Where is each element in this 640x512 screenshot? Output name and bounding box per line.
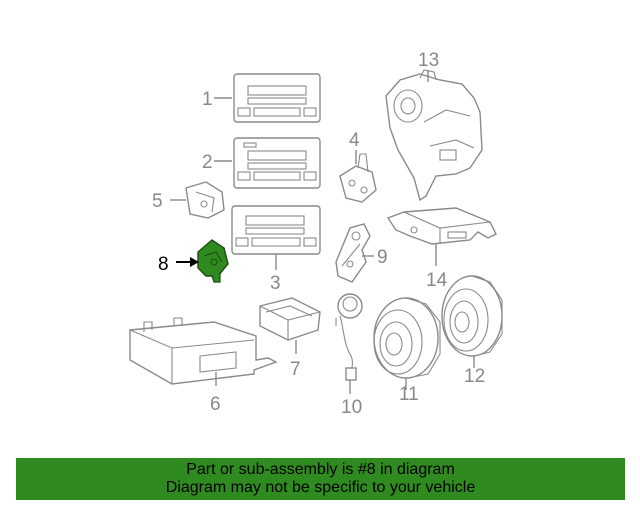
part-4-bracket[interactable]	[339, 153, 377, 203]
part-12-speaker[interactable]	[441, 275, 503, 357]
part-7-module[interactable]	[259, 297, 321, 341]
part-9-bracket[interactable]	[335, 223, 371, 283]
callout-8: 8	[158, 254, 169, 275]
part-14-tray[interactable]	[386, 207, 497, 245]
footer-line-1: Part or sub-assembly is #8 in diagram	[186, 461, 455, 478]
callout-9: 9	[377, 247, 388, 268]
callout-12: 12	[464, 366, 485, 387]
part-6-module[interactable]	[129, 317, 278, 385]
callout-13: 13	[418, 50, 439, 71]
footer-banner: Part or sub-assembly is #8 in diagram Di…	[16, 458, 625, 500]
callout-2: 2	[202, 152, 213, 173]
callout-4: 4	[349, 130, 360, 151]
callout-10: 10	[341, 397, 362, 418]
part-8-sensor[interactable]	[197, 239, 229, 283]
part-11-speaker[interactable]	[373, 297, 441, 379]
callout-6: 6	[210, 394, 221, 415]
callout-3: 3	[270, 273, 281, 294]
callout-5: 5	[152, 191, 163, 212]
part-5-clip[interactable]	[185, 181, 225, 219]
callout-14: 14	[426, 270, 448, 291]
callout-7: 7	[290, 359, 301, 380]
callout-11: 11	[399, 384, 419, 405]
part-3-radio[interactable]	[231, 205, 321, 255]
parts-diagram: 1 2 3 4 5	[129, 50, 503, 418]
part-13-actuator[interactable]	[385, 69, 483, 202]
part-1-radio[interactable]	[233, 73, 321, 123]
part-2-radio[interactable]	[233, 137, 321, 189]
footer-line-2: Diagram may not be specific to your vehi…	[165, 479, 476, 496]
part-10-tweeter[interactable]	[335, 293, 363, 381]
callout-1: 1	[202, 89, 213, 110]
